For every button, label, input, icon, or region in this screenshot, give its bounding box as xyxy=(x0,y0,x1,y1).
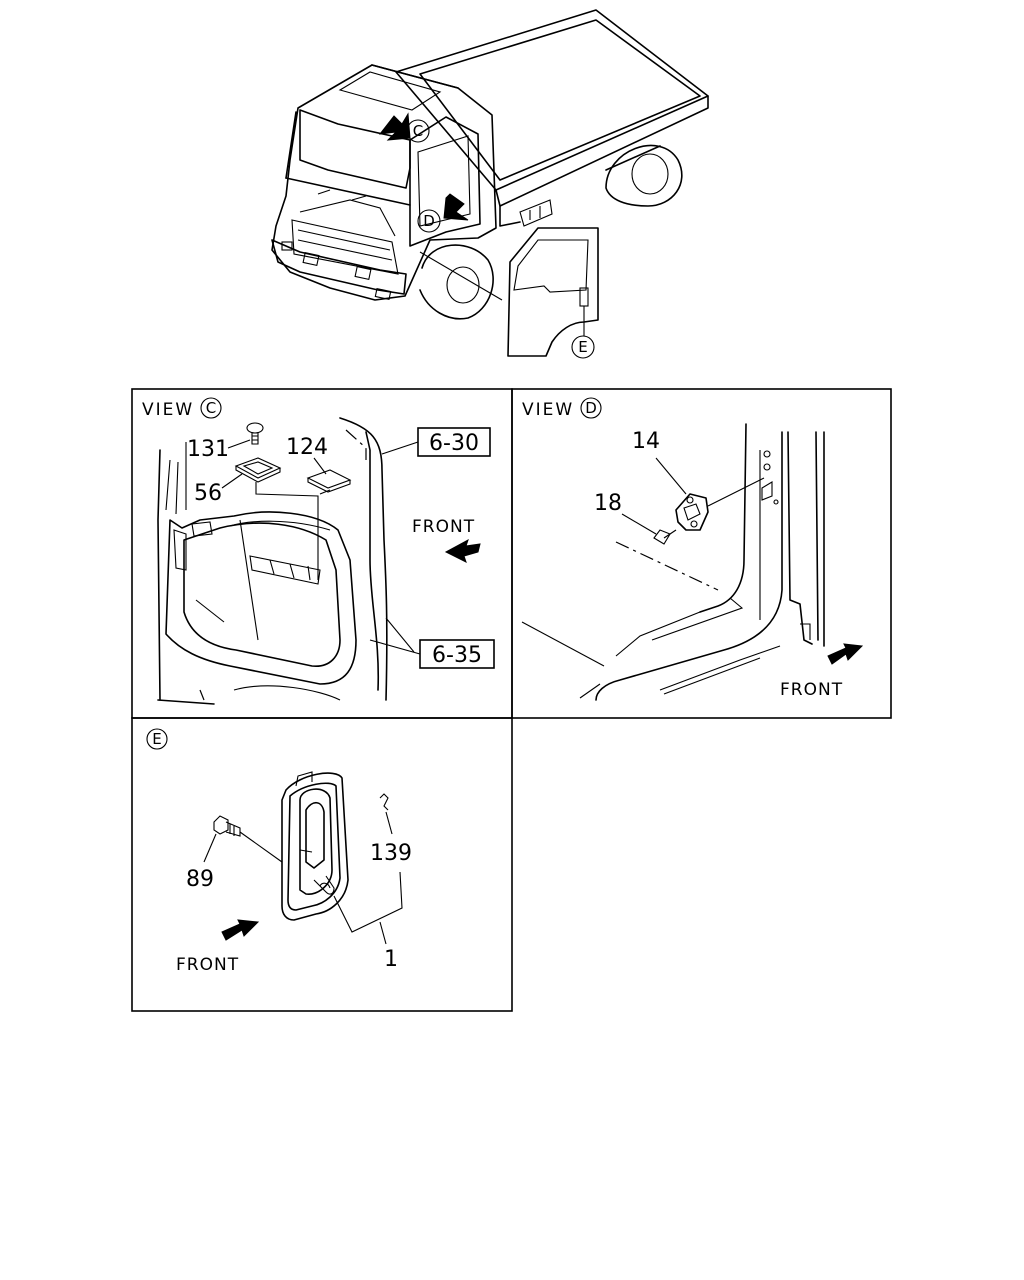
view-c-panel: VIEW C xyxy=(131,388,513,719)
view-arrow-d xyxy=(443,193,469,221)
front-arrow-e xyxy=(221,919,260,941)
part-139-clip xyxy=(379,793,389,811)
overview-circle-c xyxy=(406,119,430,143)
overview-letter-e: E xyxy=(578,338,587,356)
part-56-bracket xyxy=(234,457,282,483)
truck-overview: C D E xyxy=(271,9,709,359)
front-label-e: FRONT xyxy=(176,955,239,975)
callout-89: 89 xyxy=(186,867,214,892)
part-1-inside-handle xyxy=(281,771,349,921)
overview-letter-d: D xyxy=(423,212,435,230)
callout-139: 139 xyxy=(370,841,412,866)
part-131-screw xyxy=(246,422,264,445)
front-arrow-c xyxy=(444,538,481,563)
door-panel-detail xyxy=(507,227,599,357)
view-c-letter: C xyxy=(206,399,216,417)
part-18-screw xyxy=(653,529,677,545)
front-arrow-d xyxy=(827,643,864,665)
overview-circle-e xyxy=(571,335,595,359)
door-jamb-drawing xyxy=(521,423,825,701)
truck-cab xyxy=(271,64,497,320)
view-e-letter: E xyxy=(152,730,161,748)
callout-131: 131 xyxy=(187,437,229,462)
callout-1: 1 xyxy=(384,947,398,972)
view-d-panel: VIEW D xyxy=(511,388,892,719)
callout-56: 56 xyxy=(194,481,222,506)
overview-letter-c: C xyxy=(413,122,423,140)
cab-interior-drawing xyxy=(157,417,415,705)
front-label-c: FRONT xyxy=(412,517,475,537)
view-d-heading: VIEW xyxy=(522,400,574,420)
callout-18: 18 xyxy=(594,491,622,516)
part-89-bolt xyxy=(213,815,241,837)
callout-14: 14 xyxy=(632,429,660,454)
view-e-panel: E 89 139 1 xyxy=(131,717,513,1012)
truck-cargo-bed xyxy=(395,9,709,227)
ref-6-35: 6-35 xyxy=(432,643,482,668)
part-124-pad xyxy=(306,469,352,493)
view-arrow-c xyxy=(378,112,411,141)
view-d-letter: D xyxy=(585,399,597,417)
callout-124: 124 xyxy=(286,435,328,460)
ref-6-30: 6-30 xyxy=(429,431,479,456)
front-label-d: FRONT xyxy=(780,680,843,700)
view-c-heading: VIEW xyxy=(142,400,194,420)
overview-circle-d xyxy=(417,209,441,233)
part-14-striker xyxy=(675,493,709,531)
